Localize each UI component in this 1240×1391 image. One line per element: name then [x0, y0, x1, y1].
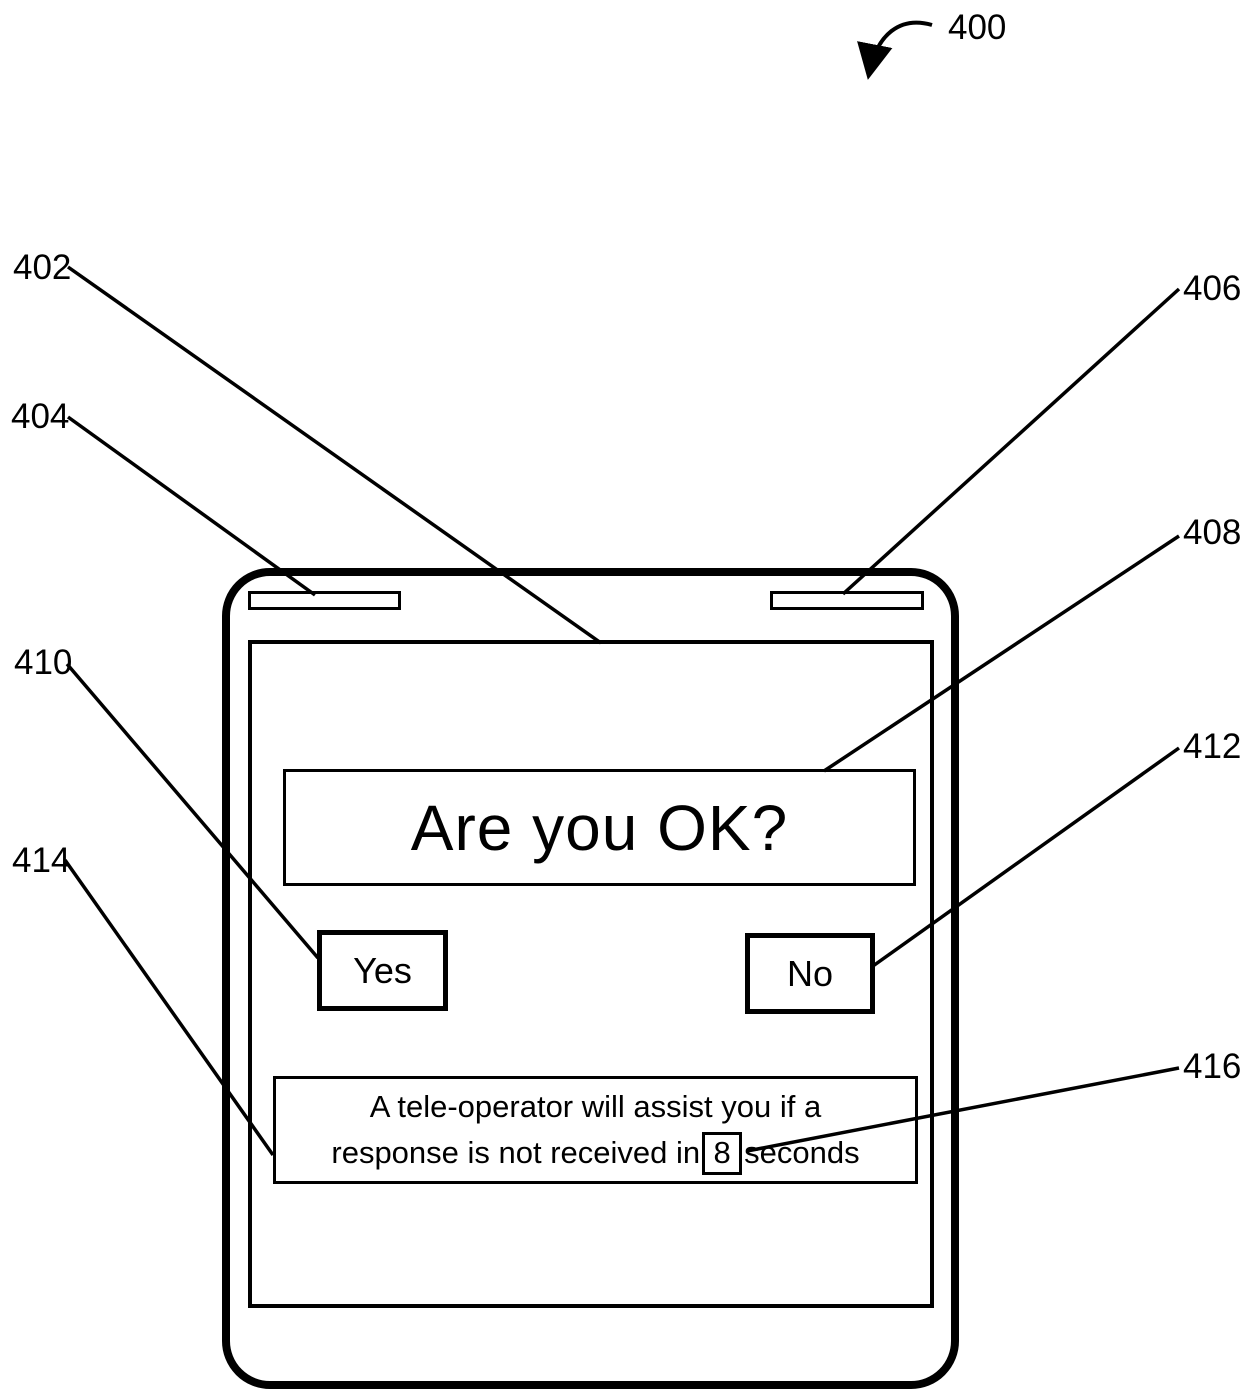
- right-speaker-sensor-bar: [770, 591, 924, 610]
- question-text: Are you OK?: [410, 791, 789, 864]
- countdown-seconds-box: 8: [702, 1131, 743, 1175]
- countdown-value: 8: [713, 1135, 731, 1170]
- message-line-2-prefix: response is not received in: [331, 1135, 701, 1170]
- yes-button-label: Yes: [353, 949, 412, 991]
- ref-label-406-right-speaker: 406: [1183, 269, 1240, 308]
- question-box: Are you OK?: [283, 769, 916, 886]
- ref-label-410-yes-button: 410: [14, 643, 73, 682]
- message-line-2: response is not received in 8 seconds: [331, 1130, 860, 1176]
- leader-line-406-right-speaker: [841, 287, 1181, 596]
- figure-ref-arrow: [857, 20, 933, 80]
- ref-label-408-question-box: 408: [1183, 513, 1240, 552]
- no-button[interactable]: No: [745, 933, 875, 1014]
- tele-operator-message-box: A tele-operator will assist you if a res…: [273, 1076, 918, 1184]
- ref-label-416-countdown: 416: [1183, 1047, 1240, 1086]
- ref-label-402-screen: 402: [13, 248, 72, 287]
- left-speaker-sensor-bar: [248, 591, 401, 610]
- ref-label-400-figure: 400: [948, 8, 1007, 47]
- ref-label-412-no-button: 412: [1183, 727, 1240, 766]
- ref-label-404-left-speaker: 404: [11, 397, 70, 436]
- message-line-1: A tele-operator will assist you if a: [369, 1089, 822, 1124]
- ref-label-414-message-box: 414: [12, 841, 71, 880]
- no-button-label: No: [786, 952, 834, 994]
- message-line-2-suffix: seconds: [744, 1135, 860, 1170]
- yes-button[interactable]: Yes: [317, 930, 448, 1011]
